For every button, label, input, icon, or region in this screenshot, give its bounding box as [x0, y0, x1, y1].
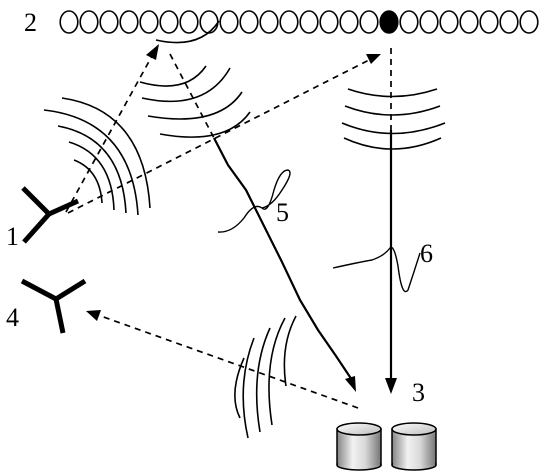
pulse-6-waveform — [332, 246, 421, 293]
atom — [59, 10, 79, 34]
dashed-arrow-1-to-atom-left — [65, 44, 159, 213]
atom — [419, 10, 439, 34]
pulse-5-waveform — [217, 169, 291, 233]
atom — [279, 10, 299, 34]
antenna-4-icon — [20, 278, 87, 334]
label-pulse-5: 5 — [276, 198, 289, 227]
atom — [479, 10, 499, 34]
label-pulse-6: 6 — [420, 239, 433, 268]
label-detectors: 3 — [412, 378, 425, 407]
atom — [359, 10, 379, 34]
atom — [219, 10, 239, 34]
atom — [139, 10, 159, 34]
atom — [159, 10, 179, 34]
atom — [399, 10, 419, 34]
dashed-arrow-detector-to-antenna-4 — [86, 310, 359, 409]
wave-fronts-antenna-1 — [43, 97, 151, 216]
atom — [259, 10, 279, 34]
detector-right-icon — [391, 422, 437, 471]
label-antenna-4: 4 — [6, 303, 19, 332]
wave-fronts-detector — [234, 315, 297, 439]
atom — [299, 10, 319, 34]
atom — [519, 10, 539, 34]
atom — [339, 10, 359, 34]
atom — [99, 10, 119, 34]
atom — [319, 10, 339, 34]
dashed-arrow-1-to-atom-active — [67, 54, 381, 214]
wave-fronts-atom-left — [139, 20, 251, 138]
atom-array — [59, 10, 539, 34]
atom-active — [379, 10, 399, 34]
label-antenna-1: 1 — [6, 222, 19, 251]
atom — [199, 10, 219, 34]
atom — [79, 10, 99, 34]
antenna-1-icon — [21, 186, 80, 244]
detector-left-icon — [336, 422, 382, 471]
atom — [439, 10, 459, 34]
atom — [239, 10, 259, 34]
atom — [179, 10, 199, 34]
dashed-arrow-atom-to-detector-5 — [169, 53, 356, 392]
atom — [499, 10, 519, 34]
atom — [459, 10, 479, 34]
wave-fronts-atom-active — [341, 88, 446, 150]
atom — [119, 10, 139, 34]
arrow-atom-to-detector-6 — [385, 48, 397, 394]
label-atom-array: 2 — [24, 8, 37, 37]
